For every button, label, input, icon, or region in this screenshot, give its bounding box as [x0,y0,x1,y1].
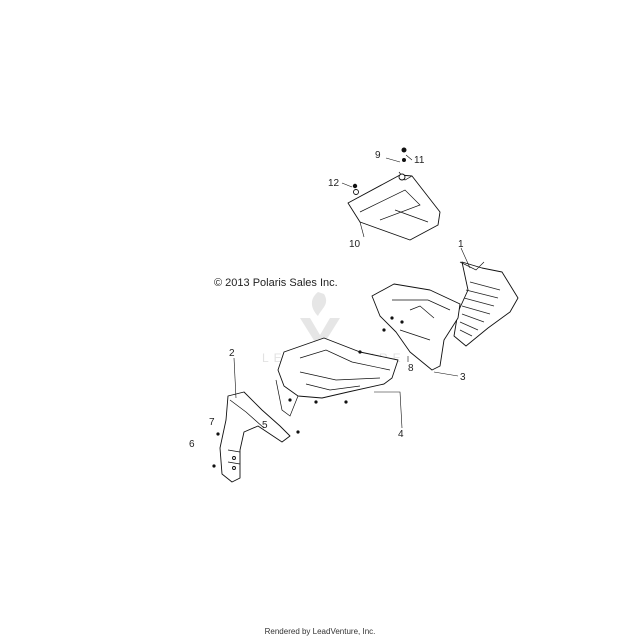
part-2-left-panel [219,391,291,483]
callout-10: 10 [349,239,361,250]
footer-credit: Rendered by LeadVenture, Inc. [264,627,376,636]
part-1-side-panel [453,261,519,347]
leader-lines [233,154,471,429]
callout-9: 9 [375,150,381,161]
copyright-text: © 2013 Polaris Sales Inc. [214,277,338,289]
callout-12: 12 [328,178,340,189]
watermark-flame-icon [311,292,327,316]
part-4-floor-panel [275,337,399,417]
fasteners-scattered [212,316,404,468]
callout-8: 8 [408,363,414,374]
callout-7: 7 [209,417,215,428]
callout-5: 5 [262,420,268,431]
fasteners-top [352,147,407,189]
part-10-panel [347,171,441,241]
part-3-mid-panel [371,283,461,371]
callout-4: 4 [398,429,404,440]
callout-labels: 1 2 3 4 5 6 7 8 9 10 11 12 [189,150,466,450]
callout-3: 3 [460,372,466,383]
callout-1: 1 [458,239,464,250]
callout-6: 6 [189,439,195,450]
callout-11: 11 [414,155,425,166]
callout-2: 2 [229,348,235,359]
